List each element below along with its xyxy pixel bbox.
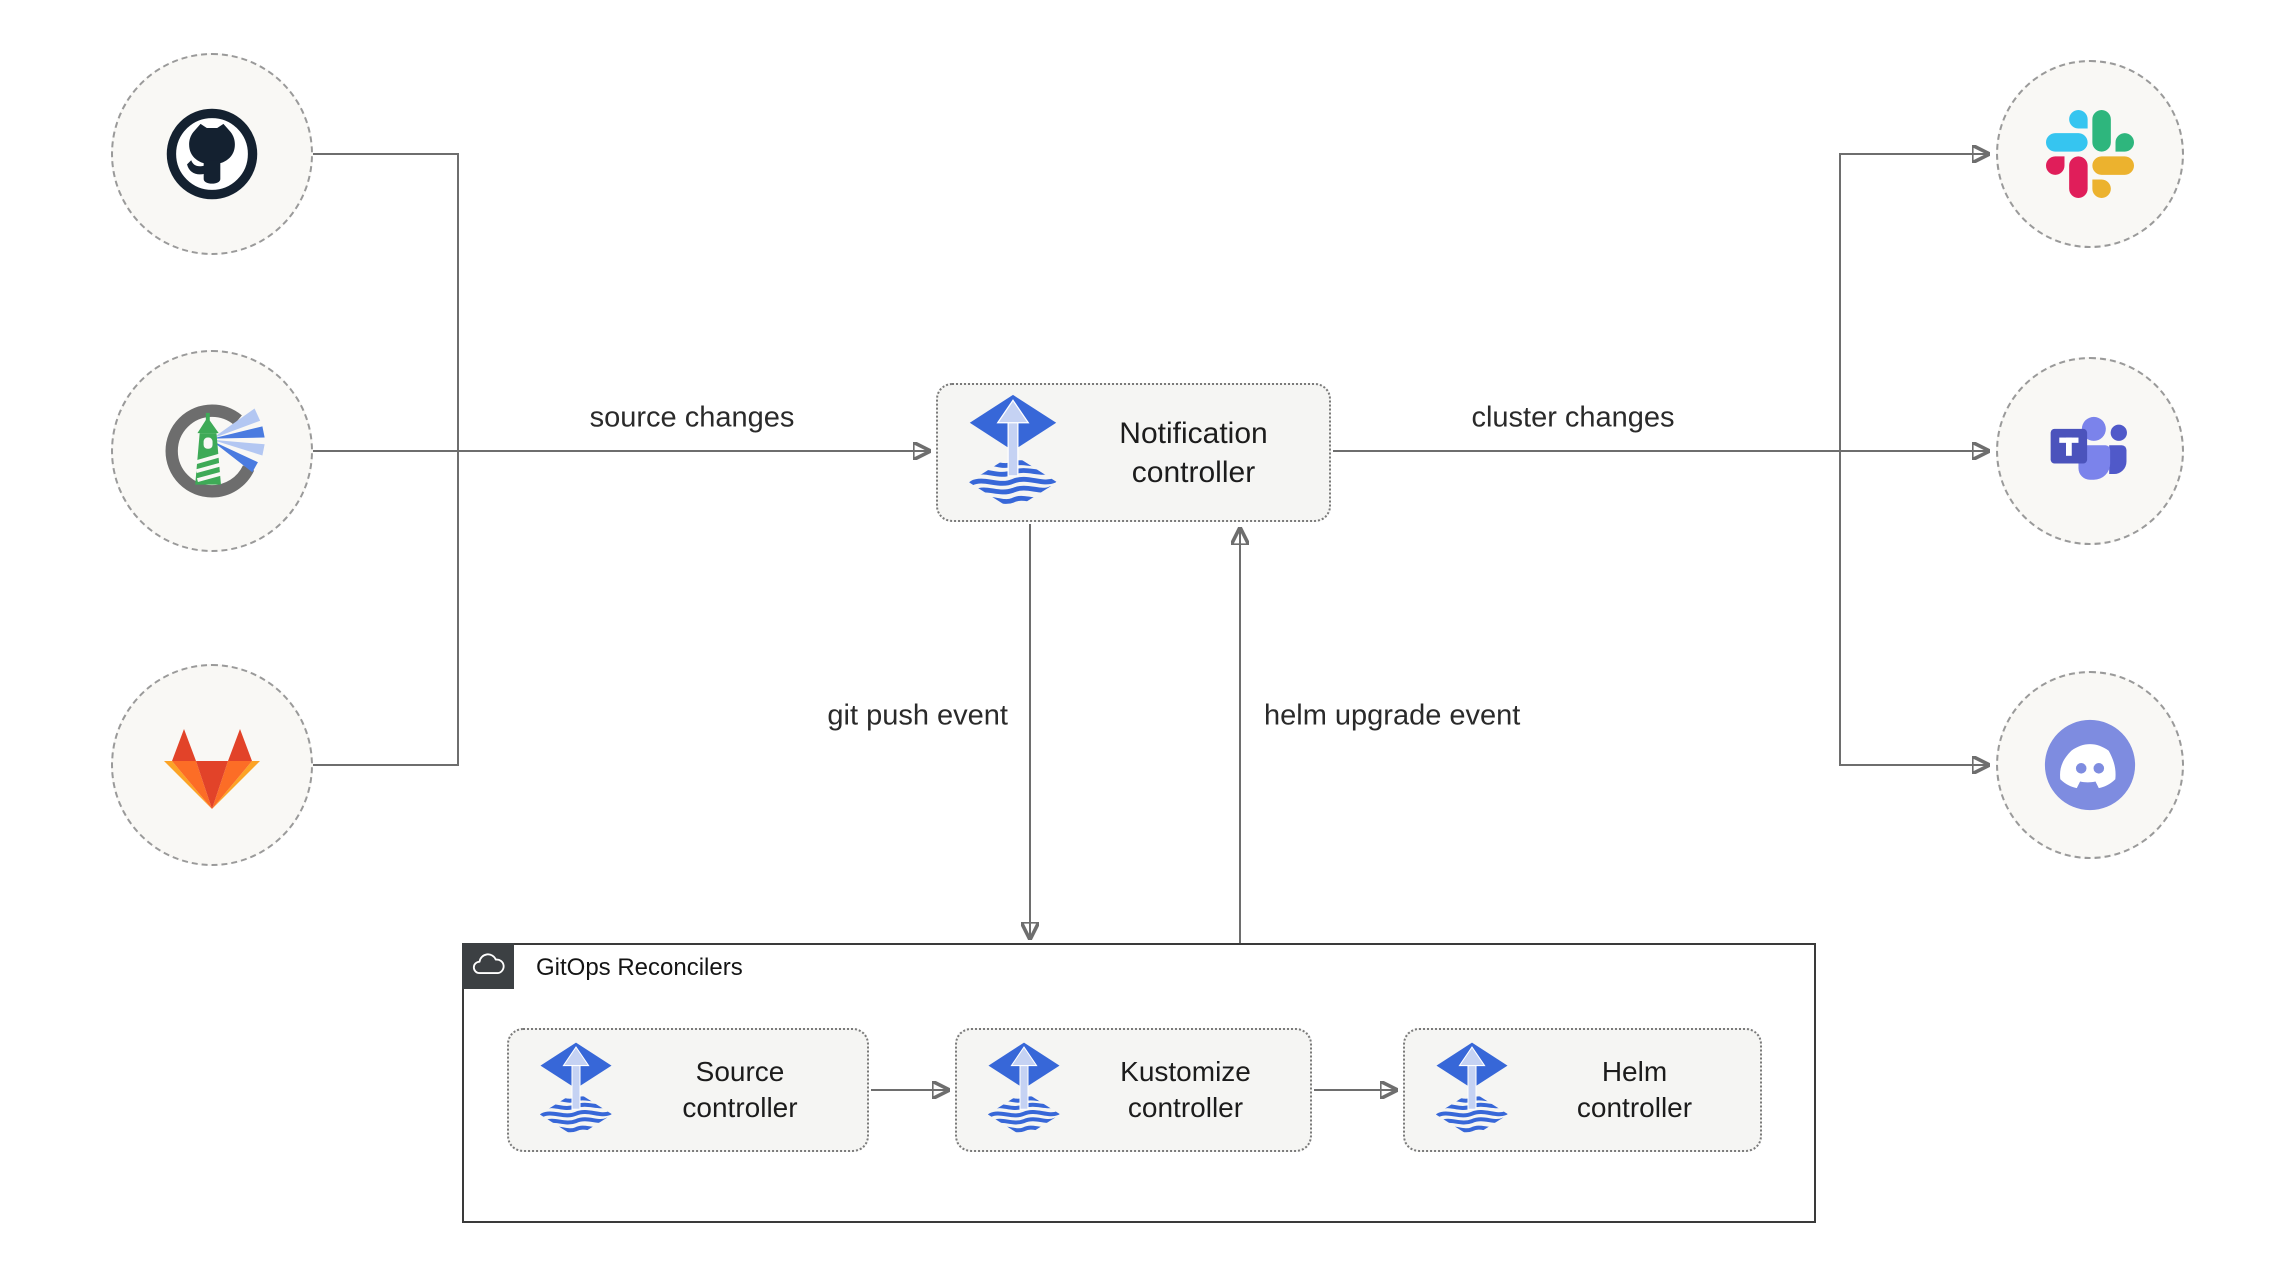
node-source-controller: Source controller (507, 1028, 869, 1152)
node-label: Helm controller (1576, 1055, 1693, 1123)
flux-icon (968, 393, 1058, 512)
gitops-reconcilers-group: GitOps Reconcilers (462, 943, 1816, 1223)
node-teams (1996, 357, 2184, 545)
harbor-icon (165, 404, 265, 498)
node-kustomize-controller: Kustomize controller (955, 1028, 1312, 1152)
teams-icon (2050, 416, 2127, 480)
edge-label-helm-upgrade-event: helm upgrade event (1264, 699, 1521, 732)
flux-icon (987, 1041, 1061, 1139)
edge-label-source-changes: source changes (589, 401, 795, 434)
node-label: Kustomize controller (1120, 1055, 1251, 1123)
github-icon (166, 108, 258, 200)
node-label: Source controller (682, 1055, 798, 1123)
group-badge (462, 943, 514, 989)
node-notification-controller: Notification controller (936, 383, 1331, 522)
edge-label-cluster-changes: cluster changes (1471, 401, 1675, 434)
node-github (111, 53, 313, 255)
edge-label-git-push-event: git push event (827, 699, 1008, 732)
node-harbor (111, 350, 313, 552)
node-label: Notification controller (1119, 416, 1268, 489)
group-title: GitOps Reconcilers (536, 954, 743, 981)
node-discord (1996, 671, 2184, 859)
flux-icon (539, 1041, 613, 1139)
node-slack (1996, 60, 2184, 248)
node-gitlab (111, 664, 313, 866)
cloud-icon (472, 953, 505, 975)
node-helm-controller: Helm controller (1403, 1028, 1762, 1152)
gitlab-icon (164, 729, 260, 809)
discord-icon (2044, 719, 2136, 811)
flux-icon (1435, 1041, 1509, 1139)
slack-icon (2046, 110, 2134, 198)
